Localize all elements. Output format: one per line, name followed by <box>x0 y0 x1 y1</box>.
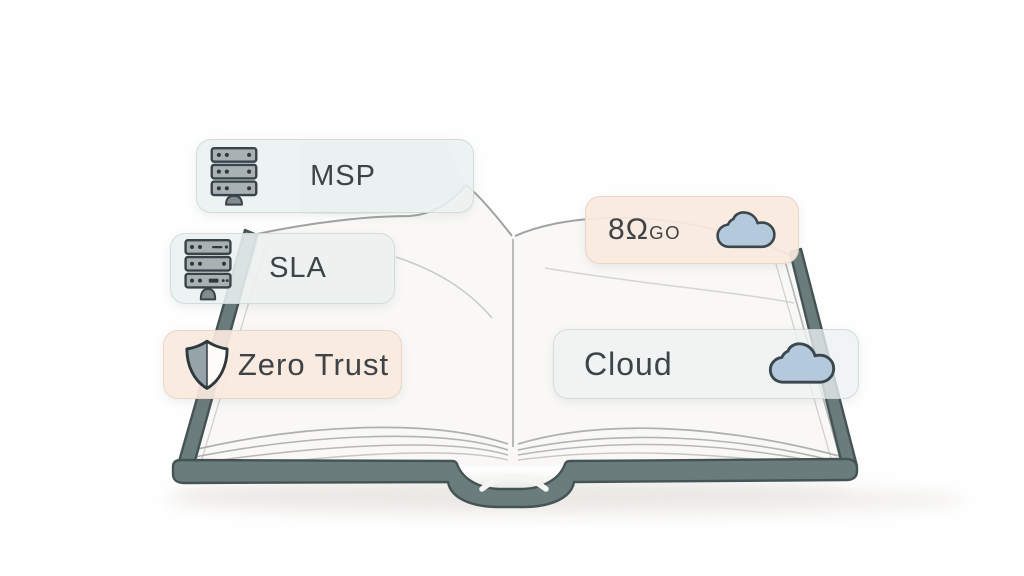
term-badge-zero-trust: Zero Trust <box>163 330 402 399</box>
server-icon <box>207 145 261 207</box>
term-badge-msp: MSP <box>196 139 474 213</box>
shield-icon <box>184 338 230 392</box>
cloud-icon <box>714 209 778 252</box>
cloud-icon <box>766 340 838 388</box>
term-badge-sla: SLA <box>170 233 395 304</box>
term-badge-8ogo: 8ΩGO <box>585 196 799 264</box>
term-label-8ogo: 8ΩGO <box>608 213 682 246</box>
term-label-sla: SLA <box>269 252 327 284</box>
term-label-cloud: Cloud <box>584 346 673 382</box>
server-icon <box>180 237 236 301</box>
term-label-msp: MSP <box>310 159 376 192</box>
term-label-zero-trust: Zero Trust <box>237 347 390 382</box>
term-badge-cloud: Cloud <box>553 329 859 399</box>
